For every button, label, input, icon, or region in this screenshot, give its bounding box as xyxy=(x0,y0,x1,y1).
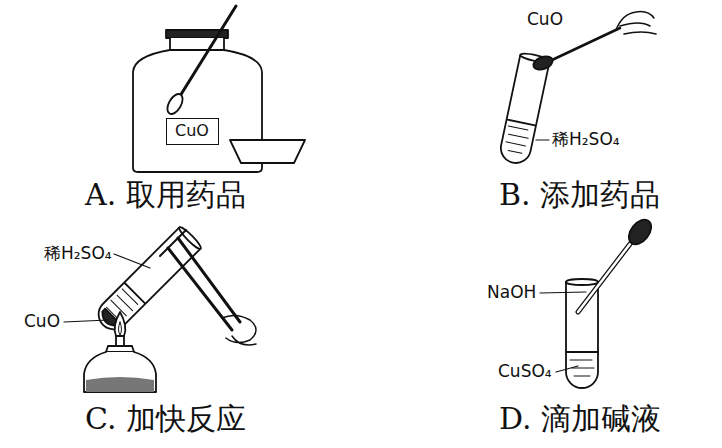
panel-caption: A. 取用药品 xyxy=(85,178,246,211)
chemical-label: NaOH xyxy=(487,283,536,302)
panel-caption: B. 添加药品 xyxy=(499,178,660,211)
alcohol-lamp xyxy=(84,312,156,392)
bottle-label: CuO xyxy=(166,118,219,145)
bottle-stopper xyxy=(230,140,305,163)
leader-line xyxy=(114,254,150,268)
spoon-with-powder xyxy=(532,28,620,72)
leader-line xyxy=(536,139,549,140)
chemical-label: CuO xyxy=(24,312,60,331)
dropper xyxy=(578,215,656,312)
hand xyxy=(222,315,256,345)
node-text: CuO xyxy=(175,121,210,140)
hand xyxy=(616,12,656,34)
leader-line xyxy=(540,292,586,293)
chemical-label: 稀H₂SO₄ xyxy=(44,244,112,263)
test-tube xyxy=(92,225,202,335)
leader-line xyxy=(64,320,108,322)
panel-caption: D. 滴加碱液 xyxy=(499,402,661,435)
chemical-label: CuSO₄ xyxy=(498,362,552,381)
medicine-spoon xyxy=(164,6,236,117)
test-tube-holder xyxy=(160,230,240,330)
panel-caption: C. 加快反应 xyxy=(85,402,246,435)
chemical-label: 稀H₂SO₄ xyxy=(552,130,620,149)
chemical-label: CuO xyxy=(527,10,563,29)
leader-line xyxy=(556,366,578,372)
